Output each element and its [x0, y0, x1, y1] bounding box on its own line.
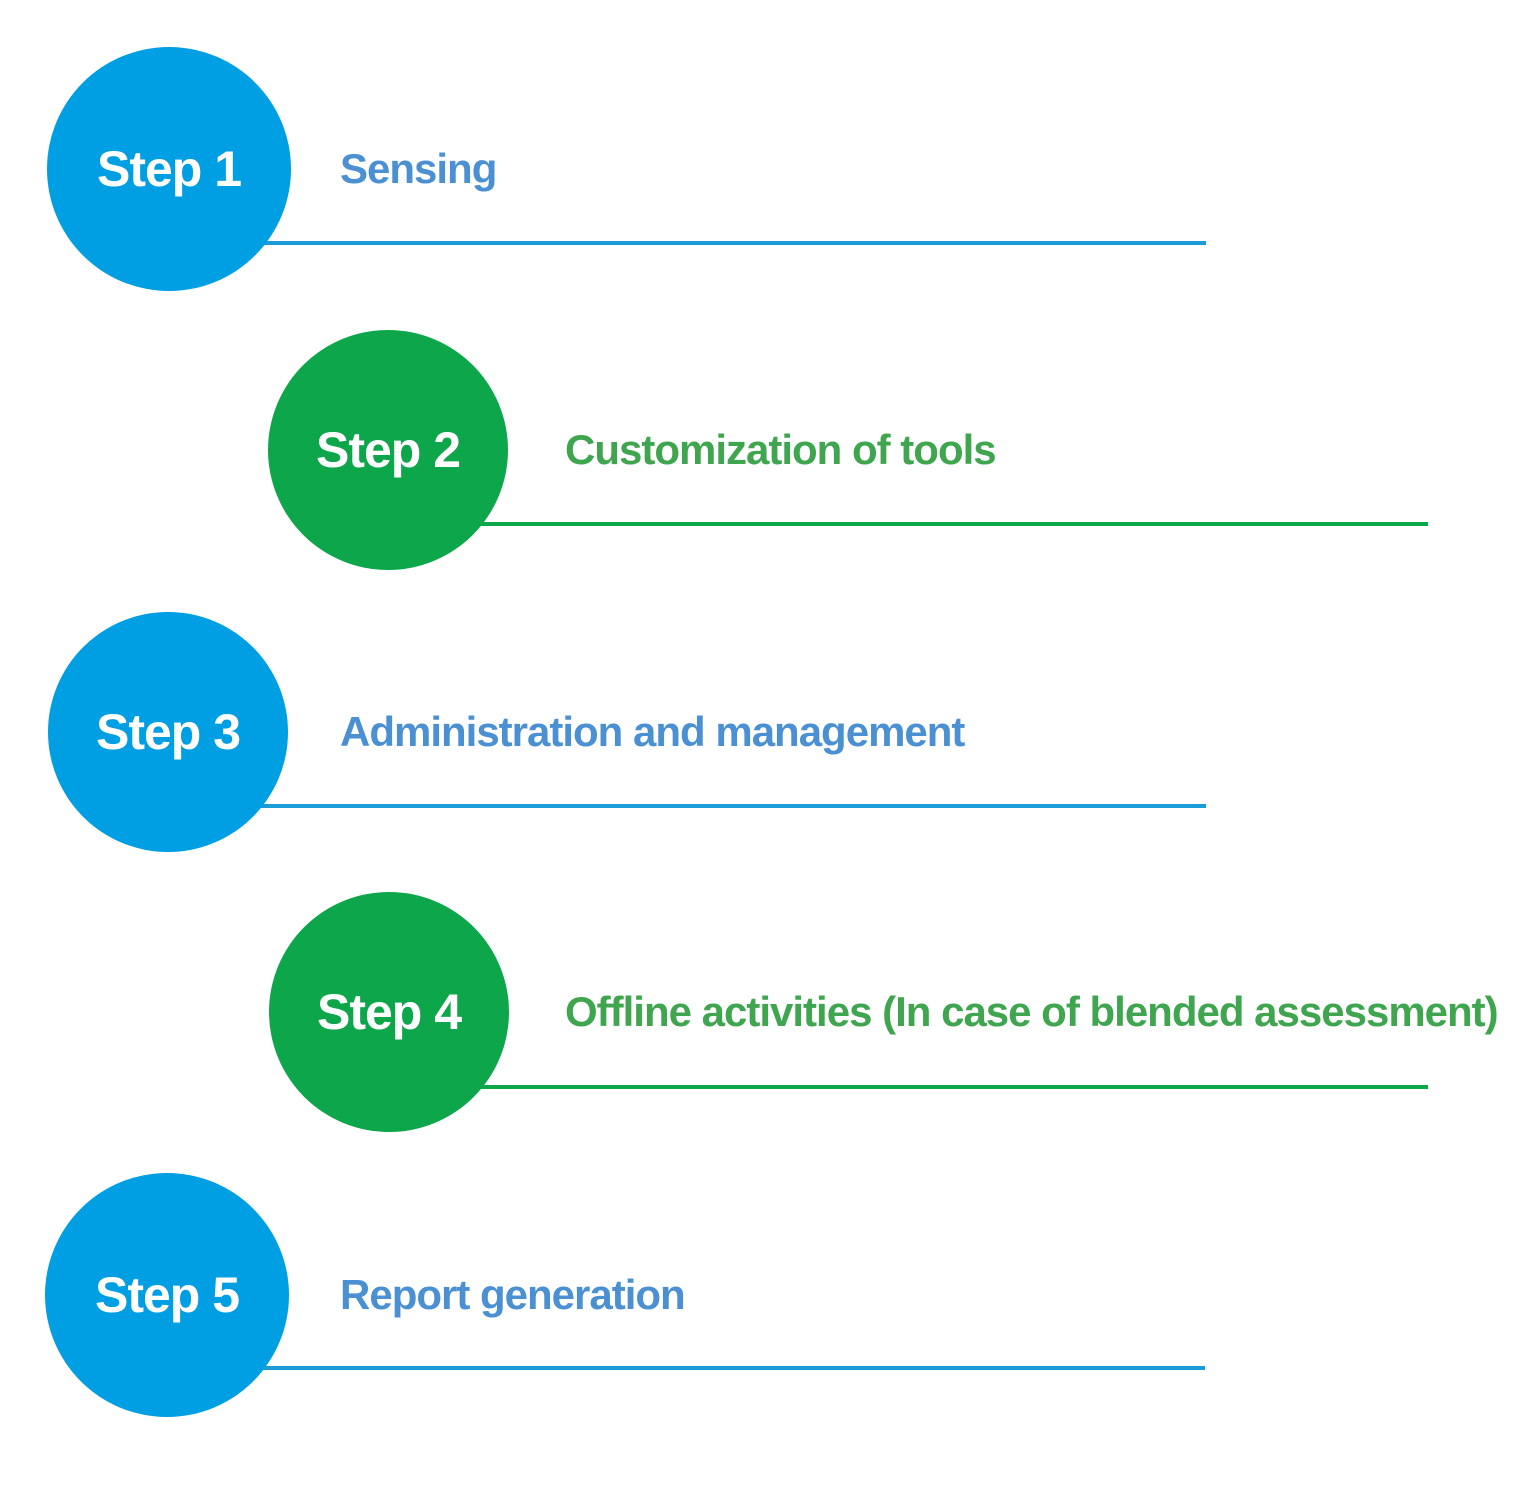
- step-1-circle: Step 1: [47, 47, 291, 291]
- step-4-circle-label: Step 4: [316, 984, 462, 1040]
- step-2-title: Customization of tools: [565, 426, 997, 473]
- step-5-connector-line: [190, 1366, 1205, 1370]
- step-2-circle-label: Step 2: [315, 422, 461, 478]
- step-2-circle: Step 2: [268, 330, 508, 570]
- step-1-title: Sensing: [340, 145, 497, 192]
- step-4-title: Offline activities (In case of blended a…: [565, 988, 1499, 1035]
- step-1-connector-line: [190, 241, 1206, 245]
- step-5-circle-label: Step 5: [94, 1267, 240, 1323]
- step-3-circle: Step 3: [48, 612, 288, 852]
- step-2-connector-line: [410, 522, 1428, 526]
- step-5-title: Report generation: [340, 1271, 686, 1318]
- step-3-connector-line: [190, 804, 1206, 808]
- step-4-circle: Step 4: [269, 892, 509, 1132]
- step-3-title: Administration and management: [340, 708, 965, 755]
- step-5-circle: Step 5: [45, 1173, 289, 1417]
- step-4-connector-line: [410, 1085, 1428, 1089]
- step-1-circle-label: Step 1: [96, 141, 242, 197]
- step-3-circle-label: Step 3: [95, 704, 241, 760]
